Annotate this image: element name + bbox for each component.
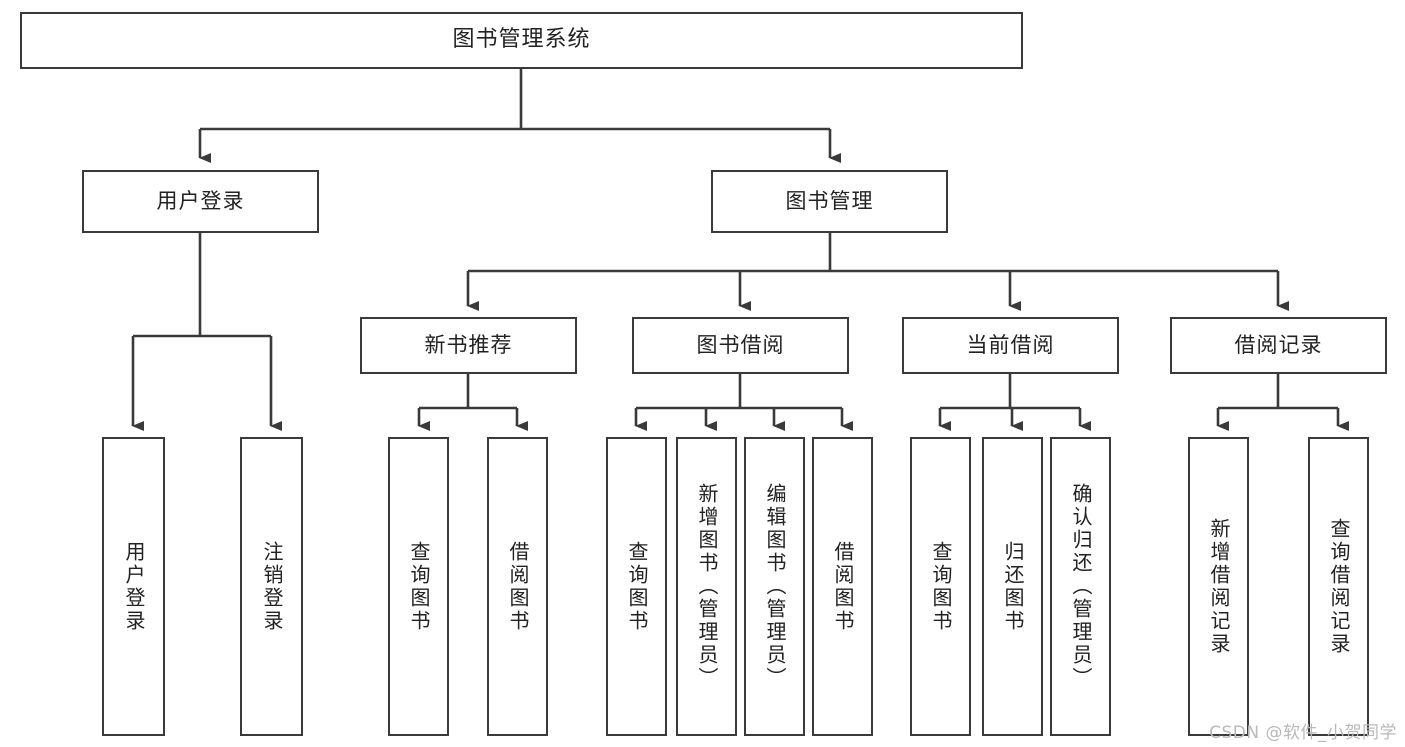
leaf-add-book-admin[interactable]: 新增图书（管理员） — [676, 437, 737, 736]
leaf-query-borrow-record[interactable]: 查询借阅记录 — [1308, 437, 1369, 736]
leaf-add-borrow-record[interactable]: 新增借阅记录 — [1188, 437, 1249, 736]
leaf-confirm-return-admin[interactable]: 确认归还（管理员） — [1050, 437, 1111, 736]
leaf-borrow-book[interactable]: 借阅图书 — [812, 437, 873, 736]
node-user-login[interactable]: 用户登录 — [82, 170, 319, 233]
leaf-query-book-recommend[interactable]: 查询图书 — [388, 437, 449, 736]
leaf-logout[interactable]: 注销登录 — [240, 437, 303, 736]
node-current-borrow[interactable]: 当前借阅 — [902, 317, 1119, 374]
leaf-edit-book-admin[interactable]: 编辑图书（管理员） — [744, 437, 805, 736]
node-new-book-recommend[interactable]: 新书推荐 — [360, 317, 577, 374]
node-book-management[interactable]: 图书管理 — [711, 170, 948, 233]
leaf-user-login[interactable]: 用户登录 — [102, 437, 165, 736]
leaf-query-book-current[interactable]: 查询图书 — [910, 437, 971, 736]
csdn-watermark: CSDN @软件_小贺同学 — [1209, 723, 1397, 743]
node-borrow-records[interactable]: 借阅记录 — [1170, 317, 1387, 374]
leaf-query-book-borrow[interactable]: 查询图书 — [606, 437, 667, 736]
leaf-return-book[interactable]: 归还图书 — [982, 437, 1043, 736]
node-book-borrow[interactable]: 图书借阅 — [632, 317, 849, 374]
leaf-borrow-book-recommend[interactable]: 借阅图书 — [487, 437, 548, 736]
node-root-system[interactable]: 图书管理系统 — [20, 12, 1023, 69]
